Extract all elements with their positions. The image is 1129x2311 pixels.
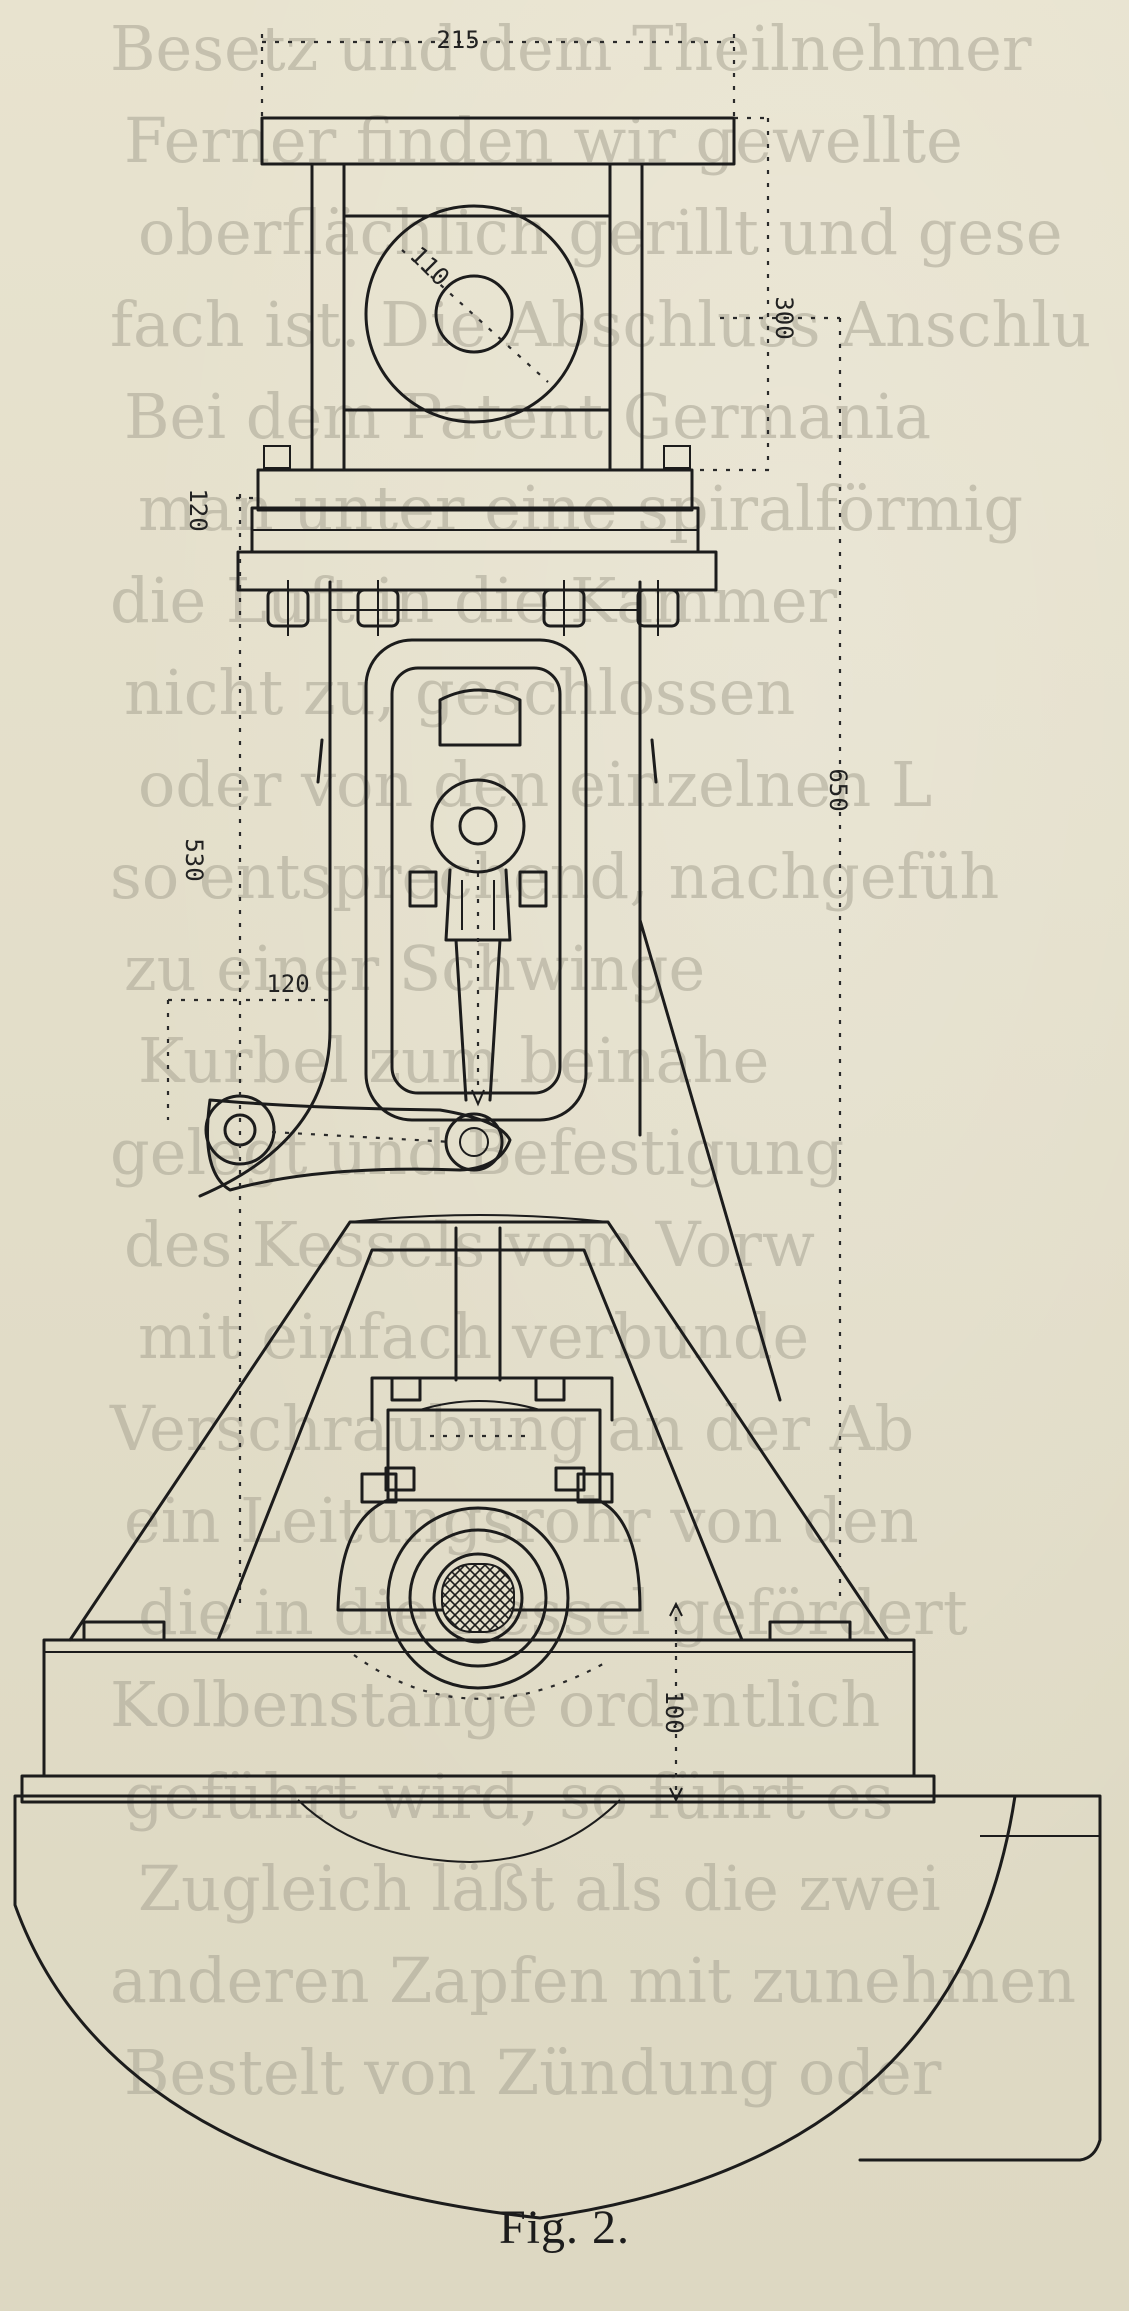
bleed-line: Bestelt von Zündung oder [124,2036,942,2109]
bleed-line: zu einer Schwinge [124,932,705,1005]
dim-top-width: 215 [436,26,479,54]
bleed-line: oberflächlich gerillt und gese [138,196,1063,269]
dim-column-height: 530 [180,838,208,881]
dim-arm-offset: 120 [266,970,309,998]
bleed-line: Kurbel zum beinahe [138,1024,769,1097]
connecting-rod-lower [446,1220,510,1382]
bleed-line: mit einfach verbunde [138,1300,809,1373]
flywheel-segment [13,1794,1102,2220]
bleed-line: so entsprechend, nachgefüh [110,840,999,913]
dim-top-height: 300 [770,296,798,339]
dimension-labels: 215 300 110 120 650 530 120 100 [180,26,852,1734]
bleed-line: Zugleich läßt als die zwei [138,1852,941,1925]
figure-caption: Fig. 2. [498,2201,631,2254]
rocker-arm [204,1094,512,1192]
flange-bolts [266,580,680,636]
dimension-lines [166,34,842,1803]
bleed-line: die in die Kessel gefördert [138,1576,968,1649]
top-bearing-box [260,116,736,472]
dim-overall-height: 650 [824,768,852,811]
upper-column [198,580,782,1402]
dim-crank-radius: 110 [404,241,454,291]
bleed-line: Kolbenstange ordentlich [110,1668,880,1741]
head-flange [236,468,718,636]
main-bearing [336,1376,642,1700]
bleed-line: anderen Zapfen mit zunehmen [110,1944,1076,2017]
dim-flange: 120 [184,488,212,531]
bleed-line: oder von den einzelnen L [138,748,932,821]
dim-base-height: 100 [660,1690,688,1733]
bleed-line: des Kessels vom Vorw [124,1208,815,1281]
bleed-line: Bei dem Patent Germania [124,380,931,453]
bleed-line: fach ist. Die Abschluss Anschlu [110,288,1091,361]
foundation-plate [20,1620,936,1804]
bleed-line: Besetz und dem Theilnehmer [110,12,1032,85]
